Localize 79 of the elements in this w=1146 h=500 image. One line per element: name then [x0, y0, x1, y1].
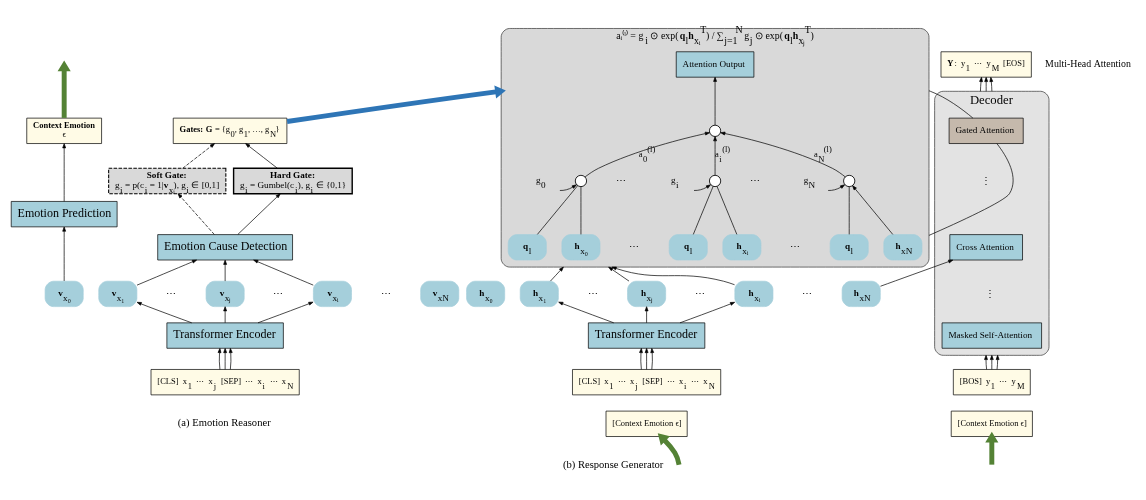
arrow: [223, 347, 227, 370]
connector: [848, 185, 850, 235]
node-box: Attention Output: [675, 50, 755, 78]
node-box: Transformer Encoder: [166, 322, 284, 349]
arrow: [237, 192, 281, 235]
arrow: [286, 84, 506, 124]
arrow: [253, 259, 314, 285]
arrow: [650, 347, 655, 370]
arrow: [693, 183, 711, 191]
label: ⋯: [615, 174, 626, 186]
arrow: [720, 131, 846, 177]
arrow: [657, 432, 682, 465]
arrow: [679, 301, 735, 323]
label: ⋮: [985, 287, 996, 299]
arrow: [62, 142, 66, 202]
node-box: Masked Self-Attention: [941, 322, 1042, 349]
label: ⋮: [981, 174, 992, 186]
arrow: [245, 142, 278, 169]
arrow: [713, 135, 717, 176]
arrow: [979, 76, 983, 92]
label: ⋯: [273, 287, 284, 299]
arrow: [559, 183, 577, 191]
label: ⋯: [166, 287, 177, 299]
arrow: [136, 301, 193, 323]
arrow: [217, 347, 222, 370]
arrow: [57, 60, 71, 118]
arrow: [989, 76, 994, 92]
arrow: [584, 131, 710, 177]
arrow: [827, 183, 845, 191]
label: ⋯: [790, 240, 801, 252]
label: (b) Response Generator: [562, 458, 664, 470]
arrow: [228, 347, 233, 370]
arrow: [880, 259, 954, 287]
arrow: [608, 266, 630, 281]
label: (a) Emotion Reasoner: [177, 416, 271, 428]
label: ⋯: [587, 287, 598, 299]
arrow: [223, 305, 227, 323]
arrow: [644, 347, 649, 370]
label: ⋯: [750, 174, 761, 186]
node-circle: [574, 174, 587, 187]
connector: [928, 142, 1014, 236]
arrow: [611, 266, 735, 285]
arrow: [177, 192, 215, 235]
node-box: Emotion Prediction: [10, 200, 118, 227]
node-box: Emotion Cause Detection: [157, 233, 293, 260]
connector: [537, 184, 578, 235]
arrow: [990, 354, 994, 370]
node-box: Gated Attention: [948, 117, 1024, 144]
node-circle: [709, 174, 722, 187]
label: ⋯: [629, 240, 640, 252]
node-box: Context Emotion ϵ: [26, 117, 102, 144]
arrow: [985, 431, 999, 465]
node-box: Transformer Encoder: [588, 322, 706, 349]
arrow: [639, 347, 643, 370]
label: Multi-Head Attention: [1045, 57, 1131, 69]
arrow: [984, 354, 988, 370]
arrow: [713, 76, 717, 125]
arrow: [852, 184, 894, 235]
arrow: [644, 305, 649, 323]
node-box: [Context Emotion ϵ]: [950, 410, 1033, 437]
node-circle: [843, 174, 856, 187]
arrow: [223, 259, 227, 281]
arrow: [257, 301, 314, 323]
arrow: [62, 226, 66, 281]
arrow: [182, 142, 215, 169]
connector: [716, 185, 738, 235]
arrow: [136, 259, 197, 285]
label: ⋯: [380, 287, 391, 299]
label: ⋯: [802, 287, 813, 299]
node-circle: [709, 124, 722, 137]
arrow: [550, 266, 564, 281]
node-box: [Context Emotion ϵ]: [605, 410, 688, 437]
arrow: [995, 354, 1000, 370]
label: ⋯: [694, 287, 705, 299]
connector: [692, 185, 714, 235]
arrow: [984, 76, 988, 92]
connector: [580, 185, 582, 235]
node-box: Cross Attention: [949, 233, 1023, 260]
arrow: [558, 301, 615, 323]
